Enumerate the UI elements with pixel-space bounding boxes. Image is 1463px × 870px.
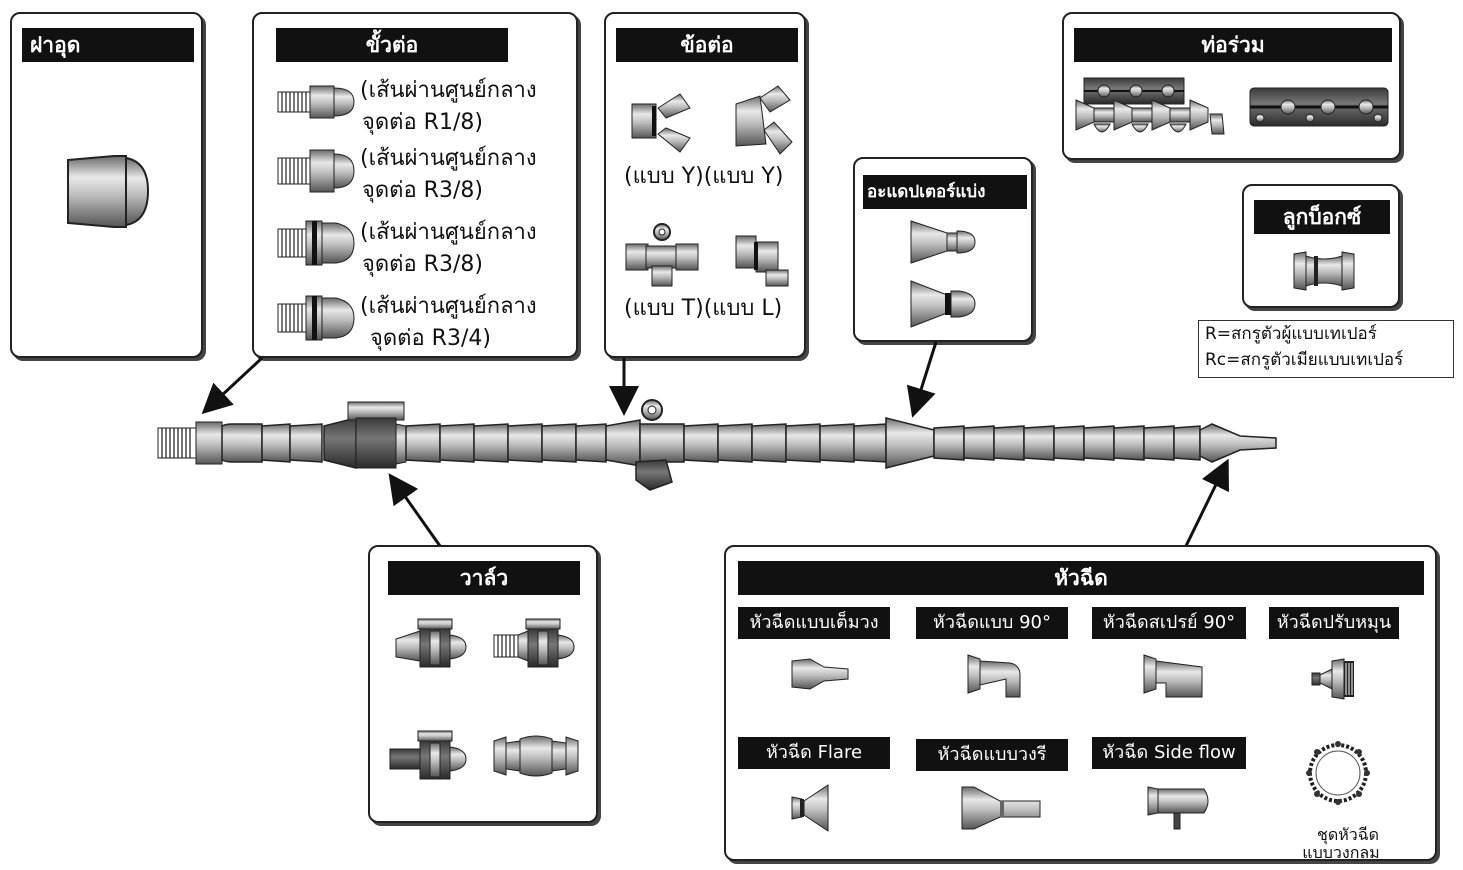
ring-nozzle-label-1: ชุดหัวฉีด [1316, 825, 1380, 844]
valve-threaded-icon [493, 618, 575, 668]
connector-item-2-line2: จุดต่อ R3/8) [362, 178, 483, 203]
nozzle-type-round: หัวฉีดแบบเต็มวง [738, 607, 890, 639]
round-nozzle-icon [791, 658, 849, 690]
adapter-alt-icon [910, 280, 976, 328]
valve-icon [395, 618, 467, 668]
y-joint-alt-icon [735, 85, 793, 155]
legend-r: R=สกรูตัวผู้แบบเทเปอร์ [1205, 324, 1377, 344]
connector-r34-icon [277, 295, 355, 341]
manifold-icon [1075, 77, 1225, 135]
adapter-title: อะแดปเตอร์แบ่ง [863, 175, 1027, 209]
manifold-title: ท่อร่วม [1074, 28, 1392, 62]
ball-joint-icon [1293, 251, 1355, 291]
connector-item-3-line2: จุดต่อ R3/8) [362, 252, 483, 277]
ball-valve-icon [493, 735, 579, 777]
cap-panel: ฝาอุด [10, 12, 203, 358]
rotary-nozzle-icon [1311, 658, 1354, 700]
connector-item-1-line2: จุดต่อ R1/8) [362, 110, 483, 135]
connector-item-4-line2: จุดต่อ R3/4) [370, 326, 491, 351]
joint-row1-label: (แบบ Y)(แบบ Y) [624, 164, 784, 189]
nozzle-type-rotary: หัวฉีดปรับหมุน [1269, 607, 1399, 639]
connector-item-4-line1: (เส้นผ่านศูนย์กลาง [360, 294, 537, 319]
valve-pipe-icon [389, 730, 467, 780]
nozzle-type-oval: หัวฉีดแบบวงรี [916, 739, 1068, 771]
adapter-icon [910, 220, 976, 264]
manifold-block-icon [1249, 87, 1389, 127]
side-flow-nozzle-icon [1147, 786, 1209, 830]
t-joint-icon [625, 223, 699, 287]
flare-nozzle-icon [791, 784, 829, 832]
oval-nozzle-icon [961, 786, 1041, 830]
connector-item-3-line1: (เส้นผ่านศูนย์กลาง [360, 220, 537, 245]
connector-item-1-line1: (เส้นผ่านศูนย์กลาง [360, 78, 537, 103]
connector-r18-icon [277, 85, 355, 119]
valve-title: วาล์ว [388, 561, 580, 595]
nozzle-panel: หัวฉีด หัวฉีดแบบเต็มวง หัวฉีดแบบ 90° หัว… [724, 545, 1437, 862]
circular-nozzle-ring-icon [1306, 741, 1370, 805]
y-joint-icon [631, 93, 691, 153]
valve-panel: วาล์ว [368, 545, 598, 823]
legend-rc: Rc=สกรูตัวเมียแบบเทเปอร์ [1205, 350, 1404, 370]
end-cap-icon [67, 155, 150, 228]
adapter-panel: อะแดปเตอร์แบ่ง [853, 157, 1033, 342]
joint-panel: ข้อต่อ (แบบ Y)(แบบ Y) (แบบ T)(แบบ L) [604, 12, 806, 358]
nozzle-type-flare: หัวฉีด Flare [738, 737, 890, 769]
nozzle-type-spray-90: หัวฉีดสเปรย์ 90° [1092, 607, 1246, 639]
manifold-panel: ท่อร่วม [1062, 12, 1401, 160]
ball-panel: ลูกบ็อกซ์ [1242, 184, 1400, 308]
cap-title: ฝาอุด [22, 28, 194, 62]
joint-row2-label: (แบบ T)(แบบ L) [624, 296, 783, 321]
joint-title: ข้อต่อ [616, 28, 798, 62]
ring-nozzle-label-2: แบบวงกลม [1302, 843, 1380, 862]
connector-item-2-line1: (เส้นผ่านศูนย์กลาง [360, 146, 537, 171]
coolant-hose-assembly [157, 341, 1277, 547]
nozzle-type-side-flow: หัวฉีด Side flow [1092, 737, 1246, 769]
nozzle-type-90: หัวฉีดแบบ 90° [916, 607, 1068, 639]
connector-panel: ขั้วต่อ (เส้นผ่านศูนย์กลาง จุดต่อ R1/8) … [252, 12, 578, 358]
connector-r38-large-icon [277, 220, 355, 266]
ball-title: ลูกบ็อกซ์ [1254, 200, 1390, 234]
legend-box: R=สกรูตัวผู้แบบเทเปอร์ Rc=สกรูตัวเมียแบบ… [1198, 320, 1454, 378]
connector-r38-icon [277, 149, 355, 193]
connector-title: ขั้วต่อ [276, 28, 508, 62]
l-joint-icon [735, 235, 789, 287]
90-nozzle-icon [967, 654, 1021, 698]
nozzle-title: หัวฉีด [738, 561, 1424, 595]
spray-90-nozzle-icon [1143, 654, 1203, 698]
